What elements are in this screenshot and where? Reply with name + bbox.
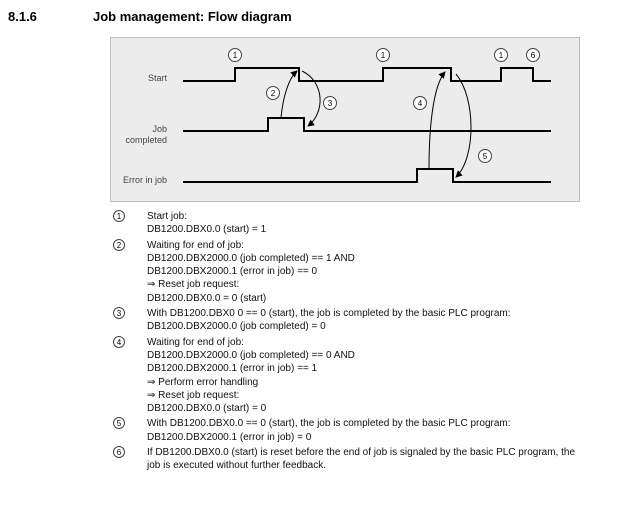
legend-line: DB1200.DBX2000.1 (error in job) == 0: [147, 266, 318, 278]
legend-line: Waiting for end of job:: [147, 239, 244, 251]
legend-line: DB1200.DBX0.0 = 0 (start): [147, 292, 267, 304]
legend-line: DB1200.DBX0.0 (start) = 1: [147, 224, 267, 236]
legend-line: If DB1200.DBX0.0 (start) is reset before…: [147, 447, 576, 459]
legend-item: 6 If DB1200.DBX0.0 (start) is reset befor…: [113, 446, 593, 473]
legend-item: 1 Start job: DB1200.DBX0.0 (start) = 1: [113, 210, 593, 237]
svg-text:1: 1: [499, 51, 504, 60]
svg-text:3: 3: [328, 99, 333, 108]
legend-text: Waiting for end of job:DB1200.DBX2000.0 …: [113, 239, 593, 305]
marker-4: 4: [413, 96, 427, 110]
signal-label-job-completed-line2: completed: [125, 135, 167, 145]
error-signal-waveform: [183, 168, 551, 183]
flow-diagram: Start Job completed Error in job 1: [110, 37, 580, 202]
arrow-3: [301, 70, 321, 127]
marker-6: 6: [526, 48, 540, 62]
marker-5: 5: [478, 149, 492, 163]
legend-text: With DB1200.DBX0 0 == 0 (start), the job…: [113, 307, 593, 334]
signal-label-error: Error in job: [122, 175, 167, 185]
signal-label-job-completed: Job completed: [111, 124, 167, 146]
legend-item: 5 With DB1200.DBX0.0 == 0 (start), the jo…: [113, 417, 593, 444]
marker-1b: 1: [376, 48, 390, 62]
marker-2: 2: [266, 86, 280, 100]
legend-number-icon: 1: [113, 210, 125, 222]
legend-item: 3 With DB1200.DBX0 0 == 0 (start), the jo…: [113, 307, 593, 334]
legend-line: ⇒ Perform error handling: [147, 376, 259, 388]
arrow-2: [280, 70, 298, 119]
arrow-4: [428, 71, 446, 170]
legend-line: DB1200.DBX0.0 (start) = 0: [147, 403, 267, 415]
signal-label-start: Start: [147, 73, 167, 83]
legend-line: Waiting for end of job:: [147, 336, 244, 348]
legend-line: DB1200.DBX2000.1 (error in job) = 0: [147, 431, 312, 443]
legend-number-icon: 3: [113, 307, 125, 320]
svg-text:4: 4: [418, 99, 423, 108]
marker-3: 3: [323, 96, 337, 110]
legend-text: Waiting for end of job:DB1200.DBX2000.0 …: [113, 336, 593, 416]
legend-line: DB1200.DBX2000.0 (job completed) == 0 AN…: [147, 349, 355, 361]
legend-text: Start job: DB1200.DBX0.0 (start) = 1: [113, 210, 593, 237]
job-completed-signal-waveform: [183, 117, 551, 132]
svg-text:2: 2: [271, 89, 276, 98]
legend-line: DB1200.DBX2000.0 (job completed) == 1 AN…: [147, 252, 355, 264]
svg-text:1: 1: [233, 51, 238, 60]
legend-line: With DB1200.DBX0 0 == 0 (start), the job…: [147, 308, 511, 320]
legend-line: ⇒ Reset job request:: [147, 389, 240, 401]
svg-text:6: 6: [531, 51, 536, 60]
legend-text: If DB1200.DBX0.0 (start) is reset before…: [113, 446, 593, 473]
signal-label-job-completed-line1: Job: [152, 124, 167, 134]
marker-1a: 1: [228, 48, 242, 62]
legend-line: With DB1200.DBX0.0 == 0 (start), the job…: [147, 418, 511, 430]
svg-text:1: 1: [381, 51, 386, 60]
legend-number-icon: 5: [113, 417, 125, 430]
legend-number-icon: 6: [113, 446, 125, 459]
start-signal-waveform: [183, 67, 551, 82]
timing-svg: 1 1 1 6 2 3 4 5: [183, 48, 551, 183]
legend-line: DB1200.DBX2000.1 (error in job) == 1: [147, 363, 318, 375]
legend-line: ⇒ Reset job request:: [147, 279, 240, 291]
legend-text: With DB1200.DBX0.0 == 0 (start), the job…: [113, 417, 593, 444]
legend-line: job is executed without further feedback…: [147, 460, 326, 472]
svg-text:5: 5: [483, 152, 488, 161]
section-number: 8.1.6: [8, 9, 37, 24]
marker-1c: 1: [494, 48, 508, 62]
legend-line: Start job:: [147, 211, 188, 222]
section-title: Job management: Flow diagram: [93, 9, 292, 24]
legend-number-icon: 2: [113, 238, 125, 251]
legend-line: DB1200.DBX2000.0 (job completed) = 0: [147, 321, 326, 333]
arrow-5: [455, 73, 472, 178]
legend-number-icon: 4: [113, 335, 125, 348]
